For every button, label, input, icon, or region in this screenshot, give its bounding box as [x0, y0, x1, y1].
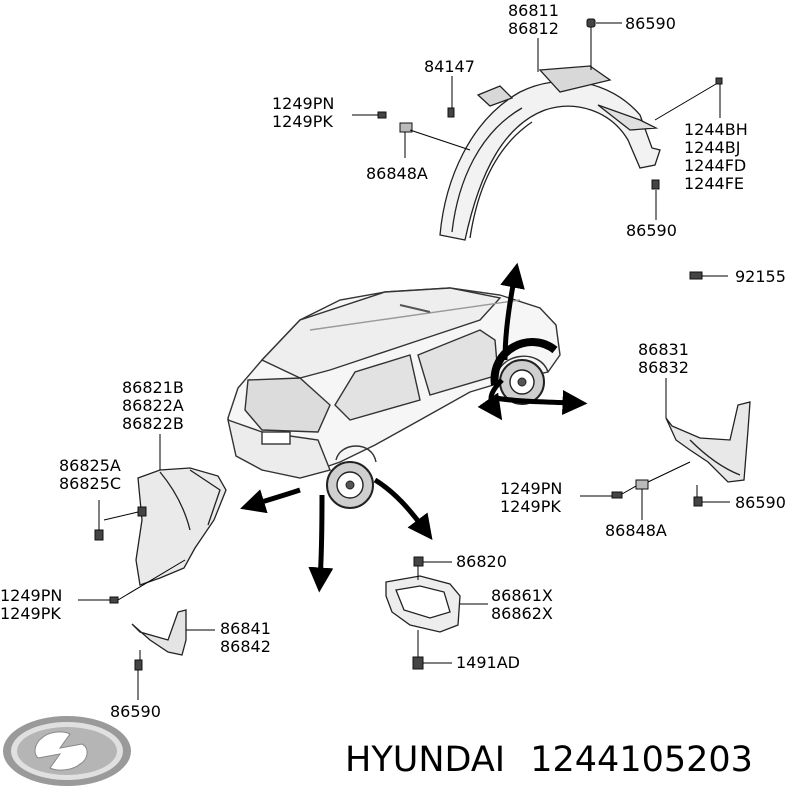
- callout-clip-bottom-left: 86590: [110, 703, 161, 721]
- callout-fender-liner-front: 86811 86812: [508, 2, 559, 38]
- callout-line: 86848A: [366, 164, 428, 183]
- callout-screw-bh: 1244BH 1244BJ 1244FD 1244FE: [684, 121, 748, 193]
- callout-fender-liner-rear: 86821B 86822A 86822B: [122, 379, 184, 433]
- callout-line: 1249PN: [500, 479, 563, 498]
- callout-line: 86590: [110, 702, 161, 721]
- callout-line: 1249PN: [0, 586, 63, 605]
- callout-mudguard-front: 86831 86832: [638, 341, 689, 377]
- callout-line: 86820: [456, 552, 507, 571]
- brand-name: HYUNDAI: [345, 740, 506, 780]
- rear-mudguard: [131, 609, 187, 656]
- callout-line: 86821B: [122, 378, 184, 397]
- callout-line: 86848A: [605, 521, 667, 540]
- callout-line: 86842: [220, 637, 271, 656]
- callout-line: 92155: [735, 267, 786, 286]
- callout-line: 86590: [626, 221, 677, 240]
- callout-line: 1244FE: [684, 174, 745, 193]
- callout-line: 86832: [638, 358, 689, 377]
- callout-nut-top: 86848A: [366, 165, 428, 183]
- hyundai-logo: [3, 716, 131, 786]
- callout-line: 1244BJ: [684, 138, 741, 157]
- front-fender-liner: [439, 65, 661, 241]
- callout-line: 86822A: [122, 396, 184, 415]
- callout-line: 1244BH: [684, 120, 748, 139]
- callout-clip-mid-right: 86590: [735, 494, 786, 512]
- callout-clip-84147: 84147: [424, 58, 475, 76]
- leader-lines: [78, 22, 730, 700]
- callout-line: 86825A: [59, 456, 121, 475]
- callout-bracket-clip: 86820: [456, 553, 507, 571]
- callout-screw-92155: 92155: [735, 268, 786, 286]
- callout-mudguard-rear: 86841 86842: [220, 620, 271, 656]
- vehicle-illustration: [227, 287, 561, 479]
- callout-line: 86861X: [491, 586, 553, 605]
- bracket-part: [385, 575, 461, 633]
- front-mudguard: [665, 401, 751, 483]
- direction-arrows: [240, 262, 588, 593]
- callout-line: 1244FD: [684, 156, 747, 175]
- callout-line: 86841: [220, 619, 271, 638]
- callout-bolt-bottom: 1491AD: [456, 654, 520, 672]
- callout-clip-rear-liner: 86825A 86825C: [59, 457, 121, 493]
- callout-line: 1249PK: [0, 604, 61, 623]
- callout-line: 1249PK: [272, 112, 333, 131]
- callout-line: 86825C: [59, 474, 122, 493]
- callout-line: 86811: [508, 1, 559, 20]
- callout-line: 1249PK: [500, 497, 561, 516]
- callout-screw-lower-left: 1249PN 1249PK: [0, 587, 62, 623]
- callout-screw-mid-right: 1249PN 1249PK: [500, 480, 562, 516]
- rear-fender-liner: [135, 467, 227, 586]
- callout-line: 86812: [508, 19, 559, 38]
- front-liner-on-car: [490, 338, 558, 386]
- callout-clip-right: 86590: [626, 222, 677, 240]
- callout-line: 86822B: [122, 414, 184, 433]
- rear-wheel: [326, 461, 374, 509]
- callout-line: 84147: [424, 57, 475, 76]
- callout-line: 86590: [625, 14, 676, 33]
- part-number: 1244105203: [530, 740, 753, 780]
- brand-part-caption: HYUNDAI 1244105203: [345, 740, 753, 780]
- callout-nut-mid-right: 86848A: [605, 522, 667, 540]
- callout-line: 1249PN: [272, 94, 335, 113]
- callout-line: 86862X: [491, 604, 553, 623]
- callout-line: 86590: [735, 493, 786, 512]
- callout-line: 1491AD: [456, 653, 520, 672]
- callout-line: 86831: [638, 340, 689, 359]
- callout-bracket: 86861X 86862X: [491, 587, 553, 623]
- callout-clip-top: 86590: [625, 15, 676, 33]
- callout-screw-top: 1249PN 1249PK: [272, 95, 334, 131]
